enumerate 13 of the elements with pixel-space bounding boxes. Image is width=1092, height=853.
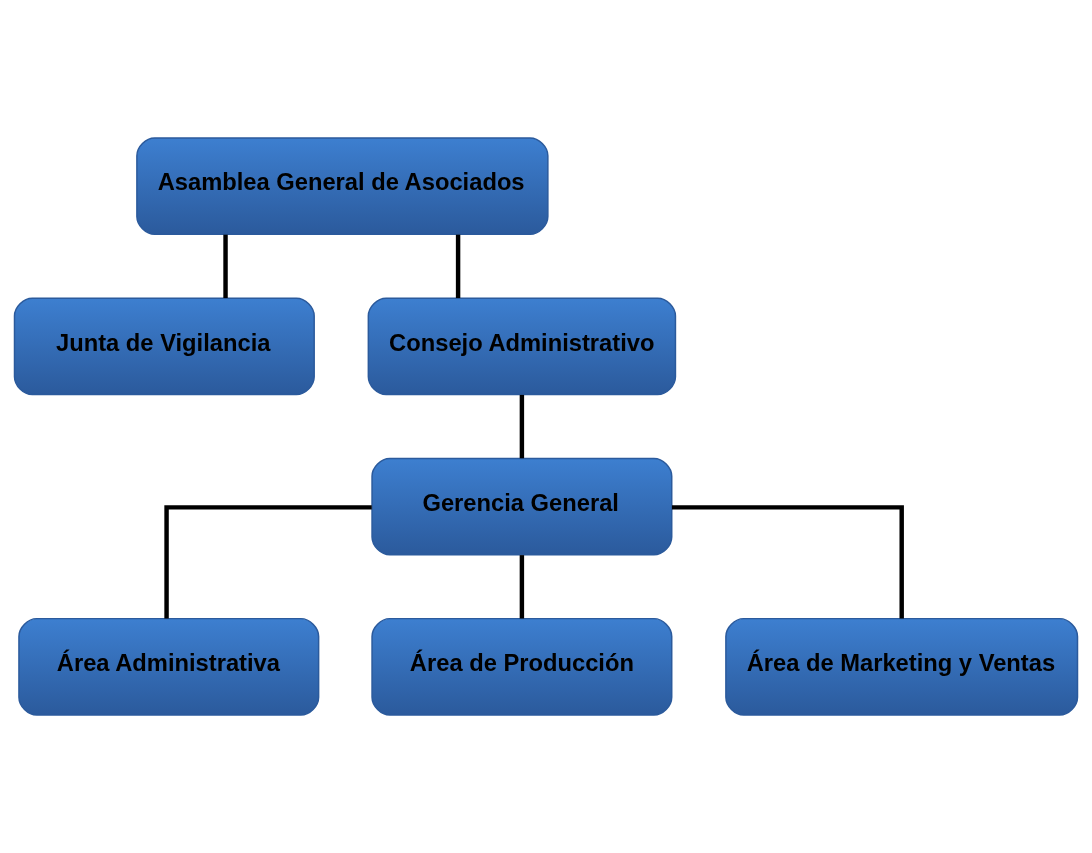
node-box: Consejo Administrativo bbox=[367, 297, 677, 396]
node-box: Gerencia General bbox=[371, 457, 673, 556]
connector bbox=[519, 394, 525, 459]
connector bbox=[672, 505, 904, 619]
node-box: Asamblea General de Asociados bbox=[136, 137, 549, 236]
connector bbox=[164, 505, 372, 619]
node-box: Área de Marketing y Ventas bbox=[725, 617, 1079, 716]
node-box: Área de Producción bbox=[371, 617, 673, 716]
node-box: Junta de Vigilancia bbox=[13, 297, 315, 396]
connector bbox=[519, 555, 525, 619]
connector bbox=[455, 234, 461, 299]
node-box: Área Administrativa bbox=[18, 617, 320, 716]
connector bbox=[223, 234, 228, 299]
